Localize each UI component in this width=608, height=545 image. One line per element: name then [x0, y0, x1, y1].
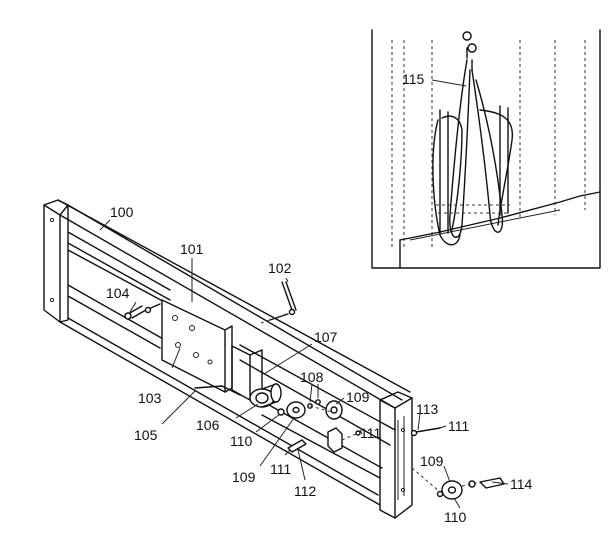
callout-109-right: 109 — [420, 453, 444, 469]
callout-112: 112 — [294, 483, 317, 499]
mounting-plate — [161, 299, 233, 393]
cable-hooks — [462, 31, 477, 71]
callout-111-lower: 111 — [270, 461, 291, 477]
callout-100: 100 — [110, 204, 134, 220]
callout-114: 114 — [510, 476, 533, 492]
callout-110-center: 110 — [230, 433, 253, 449]
callout-103: 103 — [138, 390, 162, 406]
frame-assembly — [43, 199, 413, 519]
callout-106: 106 — [196, 417, 220, 433]
cable-inset — [371, 29, 601, 269]
callout-108: 108 — [300, 369, 324, 385]
bolt-113 — [410, 427, 441, 437]
bracket-112 — [287, 439, 307, 453]
pulley-109-center — [286, 401, 306, 419]
callout-105: 105 — [134, 427, 158, 443]
washer-110 — [277, 408, 285, 416]
callout-104: 104 — [106, 285, 130, 301]
bracket-111-center — [327, 427, 361, 453]
callout-110-right: 110 — [444, 509, 467, 525]
callout-111-center: 111 — [360, 425, 381, 441]
pulley-109-upper — [325, 400, 343, 420]
callout-109-upper: 109 — [346, 389, 370, 405]
callout-labels: 100 101 102 103 104 105 106 107 108 109 … — [106, 71, 533, 525]
bolt-104 — [124, 303, 161, 320]
callout-101: 101 — [180, 241, 204, 257]
frame-end-plate-right — [379, 399, 396, 519]
callout-102: 102 — [268, 260, 292, 276]
pin-102 — [257, 281, 297, 325]
inset-border — [371, 29, 601, 269]
pulley-109-right — [411, 467, 505, 500]
bolts-108 — [307, 399, 333, 413]
leader-lines — [99, 219, 509, 509]
callout-113: 113 — [416, 401, 439, 417]
roller-106 — [249, 383, 282, 408]
frame-end-plate-left — [43, 204, 61, 323]
frame-bottom-rail — [59, 321, 381, 506]
callout-111-right: 111 — [448, 418, 469, 434]
callout-109-lower: 109 — [232, 469, 256, 485]
callout-107: 107 — [314, 329, 338, 345]
cable-left-loop — [449, 59, 471, 238]
frame-top-rail — [57, 199, 411, 393]
callout-115: 115 — [402, 71, 425, 87]
